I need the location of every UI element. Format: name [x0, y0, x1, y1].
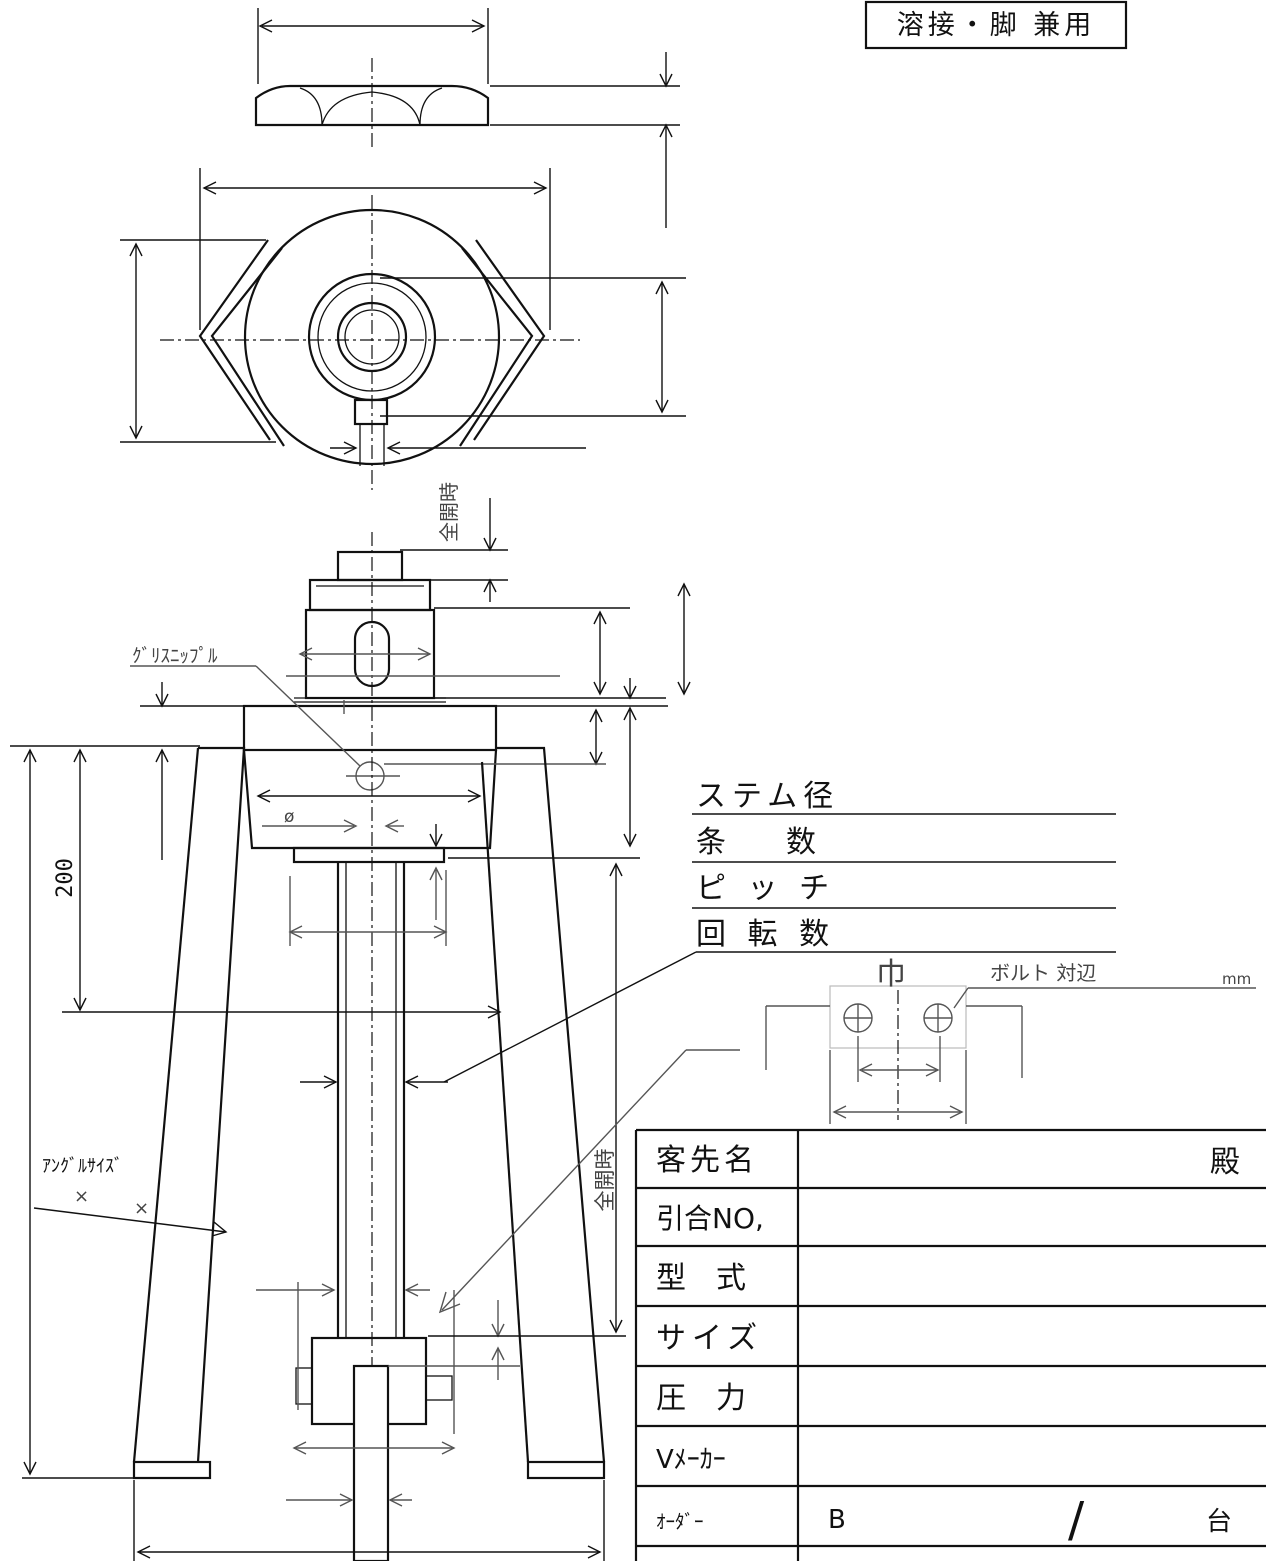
grease-nipple-label: ｸﾞﾘｽﾆｯﾌﾟﾙ [132, 645, 218, 667]
table-row-suffix: 台 [1206, 1507, 1232, 1537]
table-row-label: ｵｰﾀﾞｰ [656, 1511, 704, 1533]
table-row-label: 圧 力 [656, 1381, 746, 1416]
bottom-block [256, 862, 626, 1561]
angle-size-label: ｱﾝｸﾞﾙｻｲｽﾞ [42, 1156, 123, 1177]
table-row-label: 客先名 [656, 1143, 758, 1178]
bolt-unit-label: mm [1222, 970, 1251, 988]
table-row-label: 型 式 [656, 1261, 746, 1296]
order-separator: / [1068, 1492, 1085, 1548]
bolt-across-flats-label: ボルト 対辺 [990, 961, 1096, 985]
stem-spec: ステム径 条 数 ピ ッ チ 回 転 数 [692, 779, 1116, 952]
full-open-side-label: 全開時 [593, 1149, 617, 1212]
table-row-label: 引合NO, [656, 1202, 764, 1235]
elevation-top [242, 498, 691, 1561]
plan-view [120, 168, 686, 490]
angle-size-x2: × [134, 1198, 149, 1219]
order-table: 客先名 殿 引合NO, 型 式 サイズ 圧 力 Vﾒｰｶｰ ｵｰﾀﾞｰ B / … [634, 1128, 1266, 1561]
legs [62, 746, 606, 1480]
hex-nut-side-view [254, 8, 680, 228]
bolt-width-mark: 巾 [876, 957, 906, 992]
angle-size-x1: × [74, 1186, 89, 1207]
stem-spec-row: 条 数 [696, 825, 816, 860]
table-row-suffix: 殿 [1210, 1145, 1240, 1180]
title-box-label: 溶接・脚 兼用 [897, 10, 1096, 41]
stem-spec-row: 回 転 数 [696, 917, 835, 952]
height-200-label: 200 [53, 858, 78, 898]
table-row-label: サイズ [656, 1321, 763, 1356]
overall-dimensions [10, 682, 605, 1561]
table-row-label: Vﾒｰｶｰ [656, 1445, 726, 1475]
table-row-value: B [828, 1505, 846, 1535]
annotations: 200 ｸﾞﾘｽﾆｯﾌﾟﾙ ø 全開時 全開時 ｱﾝｸﾞﾙｻｲｽﾞ × × [33, 482, 1116, 1314]
stem-spec-row: ピ ッ チ [696, 871, 835, 906]
title-box: 溶接・脚 兼用 [864, 0, 1128, 50]
full-open-top-label: 全開時 [437, 482, 461, 542]
bolt-detail: 巾 ボルト 対辺 mm [765, 957, 1256, 1124]
stem-spec-row: ステム径 [696, 779, 839, 814]
phi-label: ø [284, 807, 294, 827]
